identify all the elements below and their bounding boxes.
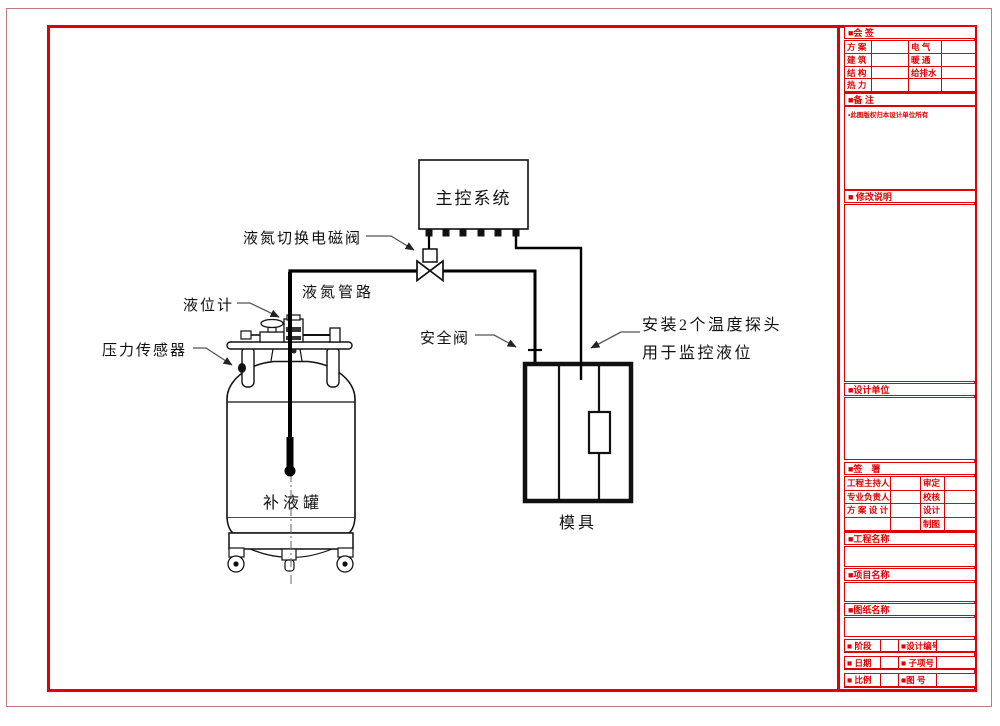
remarks-box: •此图版权归本设计单位所有: [844, 106, 976, 190]
subitem-no-label: ■ 子项号: [899, 657, 937, 669]
outer-border: [6, 8, 992, 707]
design-no-label: ■设计编号: [899, 640, 937, 652]
tank-label: 补液罐: [262, 495, 323, 512]
countersign-label: 暖 通: [909, 53, 942, 67]
scale-label: ■ 比例: [845, 674, 881, 687]
design-unit-header: ■设计单位: [844, 383, 976, 396]
item-name-header: ■项目名称: [844, 568, 976, 581]
leader-solenoid: [366, 235, 415, 251]
signature-label: 制图: [921, 517, 945, 531]
project-name-header: ■工程名称: [844, 532, 976, 545]
countersign-value: [872, 53, 909, 67]
pipeline-label: 液氮管路: [302, 285, 375, 301]
remarks-note: •此图版权归本设计单位所有: [848, 112, 929, 119]
countersign-grid: 方 案 电 气 建 筑 暖 通 结 构 给排水 热 力: [844, 40, 976, 93]
signature-grid: 工程主持人 审定 专业负责人 校核 方 案 设 计 设计 制图: [844, 476, 976, 532]
countersign-value: [942, 54, 975, 67]
countersign-label: [909, 79, 942, 92]
tank-handle-right: [326, 346, 340, 388]
stage-label: ■ 阶段: [845, 640, 881, 652]
signature-label: 校核: [921, 490, 945, 504]
signature-label: 工程主持人: [845, 477, 891, 491]
subitem-no-value: [937, 657, 975, 669]
signature-label: [845, 517, 891, 531]
countersign-value: [872, 41, 909, 54]
mold-label: 模具: [558, 515, 597, 532]
level-gauge-label: 液位计: [183, 298, 235, 314]
solenoid-valve-symbol: [416, 259, 444, 283]
leader-pressure-sensor: [193, 347, 233, 366]
signature-label: 专业负责人: [845, 490, 891, 504]
stage-row: ■ 阶段 ■设计编号: [844, 639, 976, 653]
leader-lines: [193, 235, 640, 366]
signature-value: [945, 518, 975, 531]
revision-box: [844, 204, 976, 382]
drawing-name-header: ■图纸名称: [844, 603, 976, 616]
stage-value: [881, 640, 899, 652]
control-box-label: 主控系统: [435, 189, 512, 208]
signature-value: [945, 491, 975, 504]
signature-value: [891, 477, 921, 491]
signature-label: 设计: [921, 504, 945, 518]
safety-valve-label: 安全阀: [420, 331, 470, 347]
countersign-value: [942, 79, 975, 92]
pressure-sensor-label: 压力传感器: [102, 343, 188, 359]
signature-value: [891, 490, 921, 504]
probe-note-line1: 安装2个温度探头: [642, 317, 783, 334]
solenoid-valve-label: 液氮切换电磁阀: [243, 231, 363, 247]
project-name-box: [844, 546, 976, 567]
pipe-to-mold: [443, 269, 537, 362]
leader-probe-note: [590, 331, 640, 349]
countersign-label: 电 气: [909, 41, 942, 54]
remarks-header: ■备 注: [844, 93, 976, 106]
countersign-value: [942, 67, 975, 80]
signature-header: ■签 署: [844, 462, 976, 475]
signature-value: [891, 517, 921, 531]
signature-value: [891, 504, 921, 518]
countersign-header: ■会 签: [844, 26, 976, 39]
countersign-value: [872, 66, 909, 80]
scale-value: [881, 674, 899, 687]
signature-value: [945, 477, 975, 491]
item-name-box: [844, 582, 976, 602]
tank-valve-handle: [260, 318, 284, 329]
probe-note-line2: 用于监控液位: [642, 345, 754, 362]
countersign-value: [872, 79, 909, 92]
wire-probe: [514, 236, 583, 380]
signature-value: [945, 504, 975, 518]
design-unit-box: [844, 397, 976, 460]
title-block: ■会 签 方 案 电 气 建 筑 暖 通 结 构 给排水 热 力 ■备 注 •此…: [837, 25, 977, 692]
control-box: [418, 159, 529, 230]
signature-label: 审定: [921, 477, 945, 491]
countersign-label: 热 力: [845, 79, 872, 92]
tank-drawing: [226, 272, 356, 584]
leader-safety-valve: [475, 334, 517, 348]
drawing-name-box: [844, 617, 976, 637]
date-label: ■ 日期: [845, 657, 881, 669]
countersign-label: 建 筑: [845, 53, 872, 67]
date-value: [881, 657, 899, 669]
signature-label: 方 案 设 计: [845, 504, 891, 518]
date-row: ■ 日期 ■ 子项号: [844, 656, 976, 670]
leader-level-gauge: [237, 302, 280, 318]
countersign-value: [942, 41, 975, 54]
drawing-no-label: ■图 号: [899, 674, 937, 687]
drawing-no-value: [937, 674, 975, 687]
revision-header: ■ 修改说明: [844, 190, 976, 203]
temperature-probe-box: [587, 410, 612, 455]
countersign-label: 给排水: [909, 66, 942, 80]
countersign-label: 方 案: [845, 41, 872, 54]
control-terminals: [425, 229, 520, 237]
scale-row: ■ 比例 ■图 号: [844, 673, 976, 688]
mold-box: [522, 361, 634, 504]
solenoid-actuator: [422, 248, 438, 263]
countersign-label: 结 构: [845, 66, 872, 80]
pressure-sensor-port: [238, 363, 246, 373]
design-no-value: [937, 640, 975, 652]
